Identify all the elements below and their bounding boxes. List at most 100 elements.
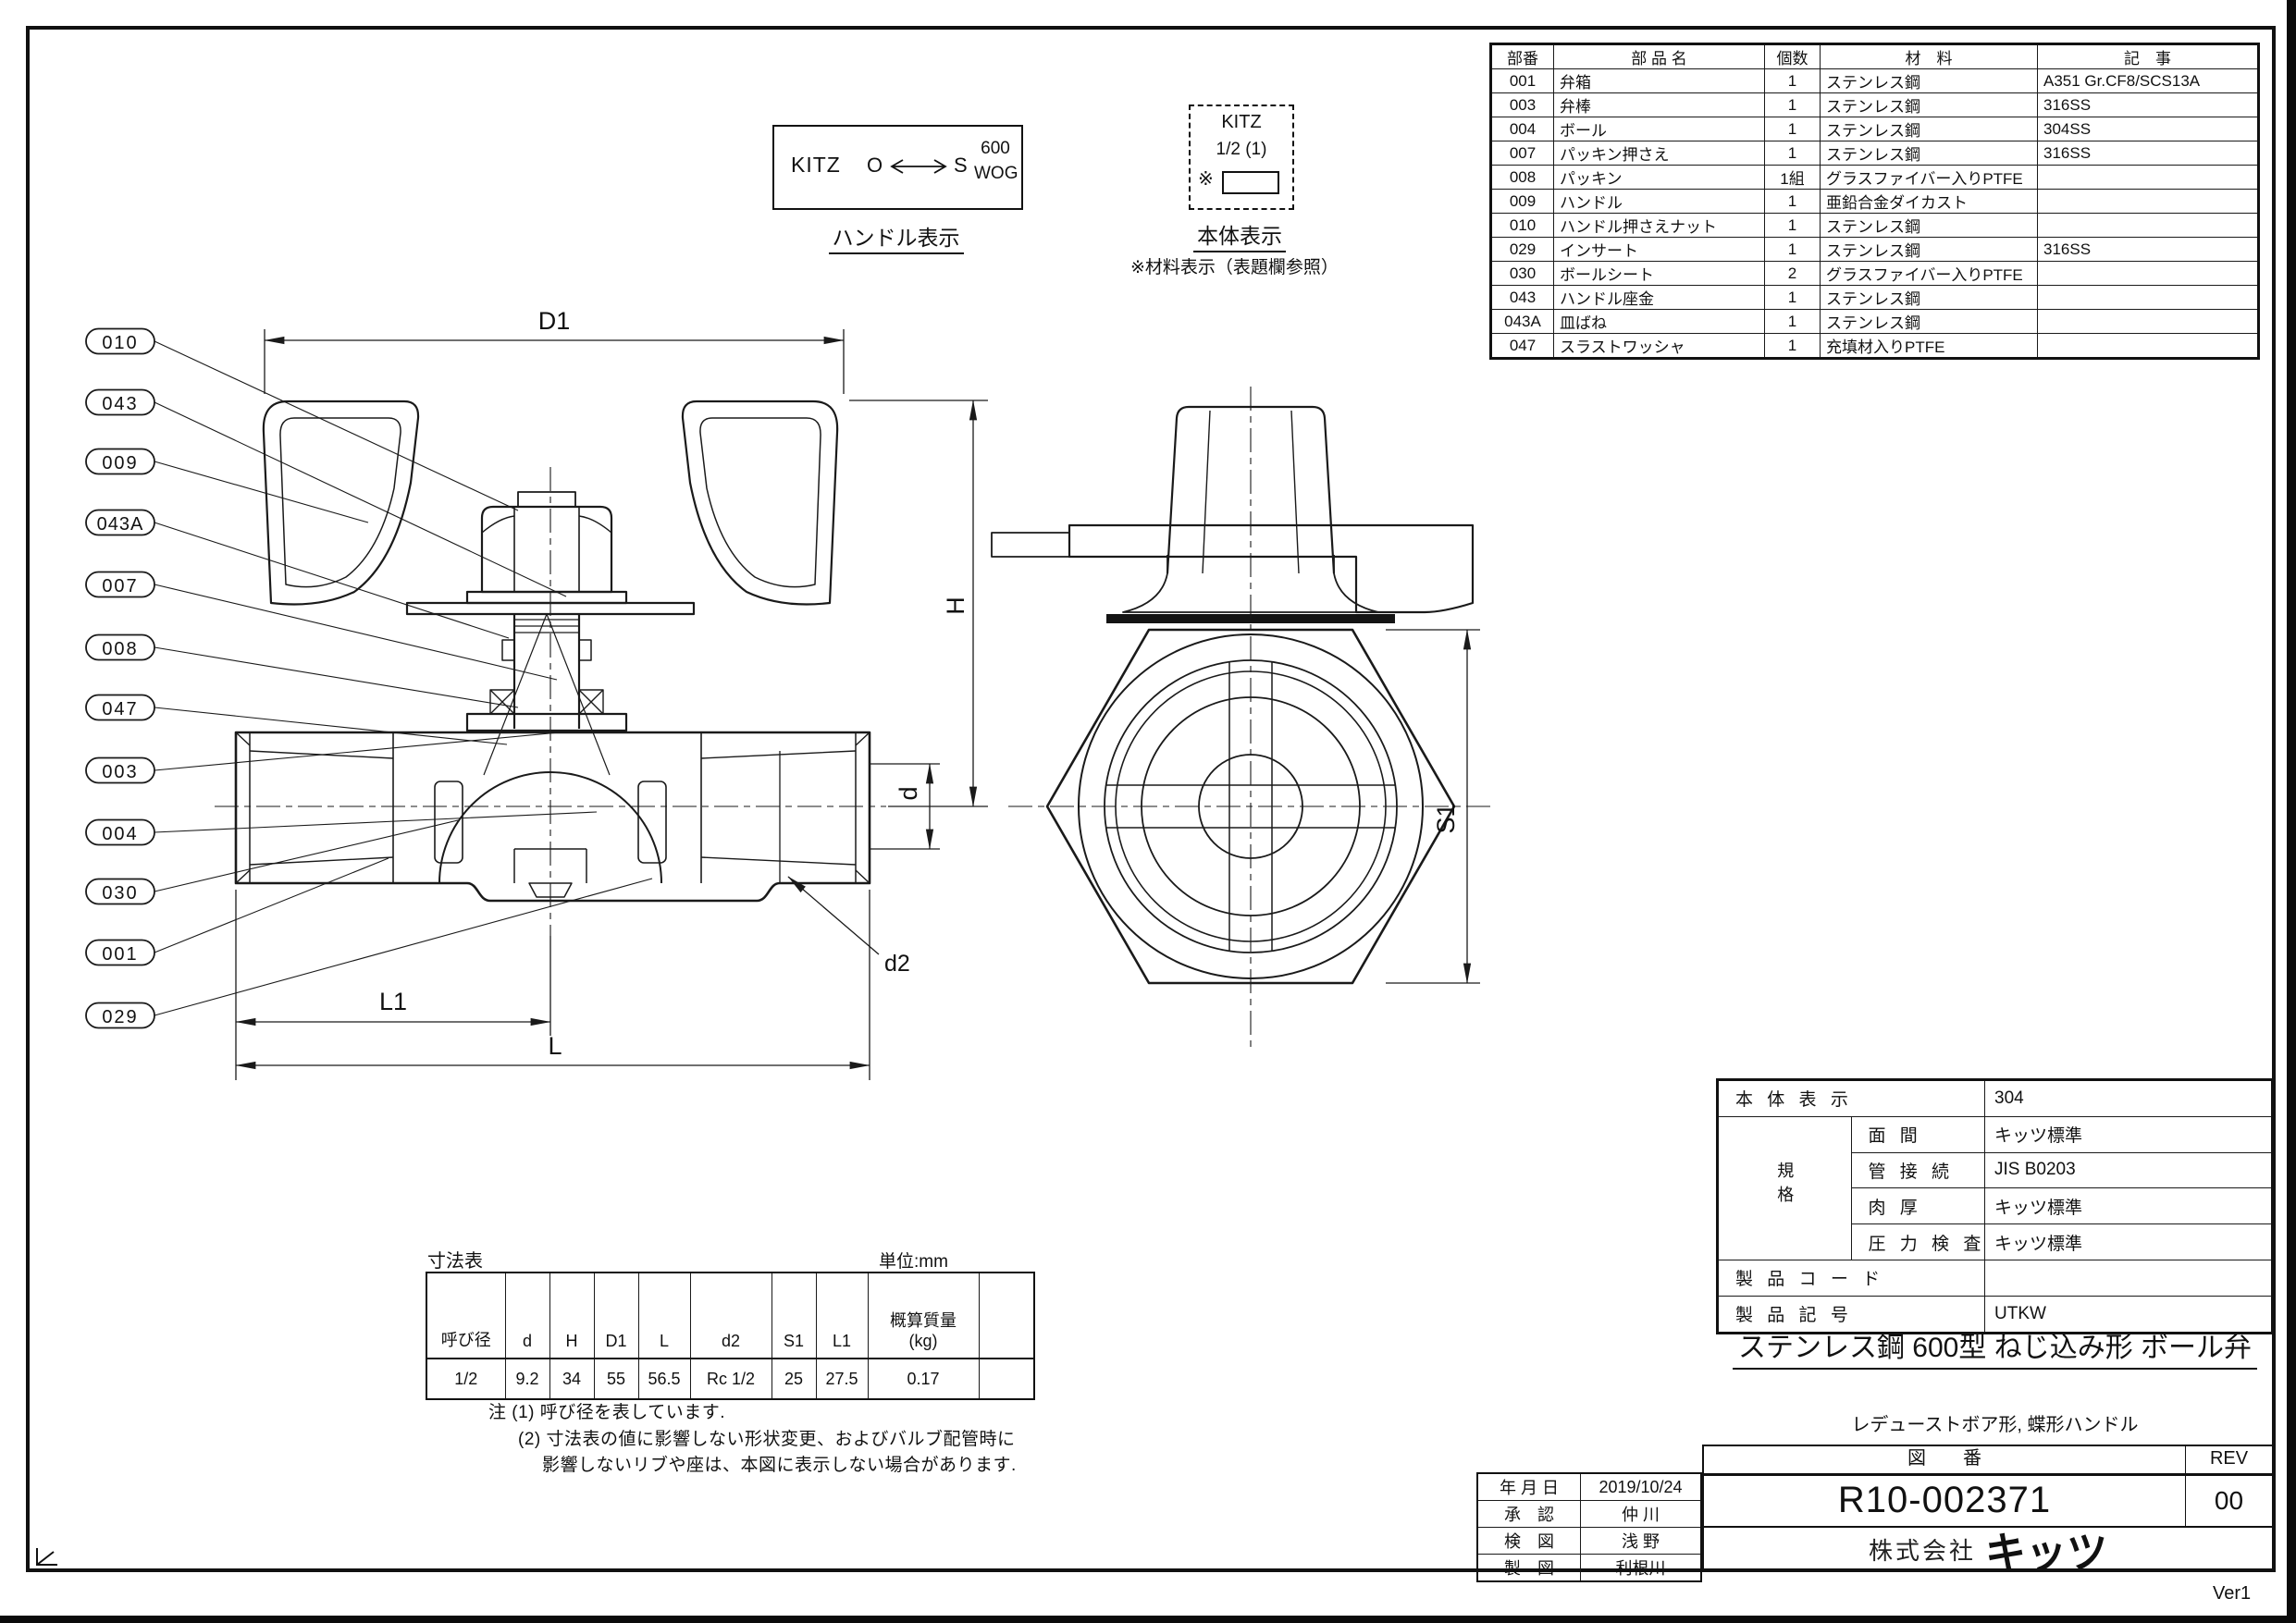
svg-text:004: 004 <box>102 824 138 844</box>
side-view <box>991 405 1475 985</box>
dimension-header-row: 呼び径 d H D1 L d2 S1 L1 概算質量(kg) <box>426 1272 1035 1359</box>
rating-wog: WOG <box>974 164 1018 183</box>
handle-marking-box: KITZ O S 600 WOG <box>772 125 1023 210</box>
spec-group-label: 規格 <box>1775 1161 1795 1210</box>
balloon: 030 <box>85 878 155 905</box>
balloon: 047 <box>85 694 155 721</box>
balloon: 004 <box>85 818 155 846</box>
dim-H: H <box>942 596 969 615</box>
spec-row: 製 品 コ ー ド <box>1717 1259 2273 1297</box>
dim-d2: d2 <box>884 951 910 977</box>
drawing-title: ステンレス鋼 600型 ねじ込み形 ボール弁 <box>1716 1324 2274 1370</box>
svg-text:009: 009 <box>102 453 138 473</box>
svg-text:043A: 043A <box>97 514 144 535</box>
balloons: 010 043 009 043A 007 008 047 003 004 030… <box>85 327 155 1029</box>
open-mark: O <box>867 154 883 177</box>
handle-right-wing <box>681 400 839 606</box>
dimension-table-title: 寸法表 <box>427 1251 483 1272</box>
drawing-subtitle: レデューストボア形, 蝶形ハンドル <box>1851 1415 2139 1435</box>
dim-S1: S1 <box>1432 803 1460 833</box>
svg-text:029: 029 <box>102 1007 138 1027</box>
balloon: 043A <box>85 509 155 536</box>
front-view <box>234 400 871 903</box>
shut-mark: S <box>954 154 968 177</box>
scan-edge-right <box>2287 0 2296 1623</box>
kitz-logo: キッツ <box>1985 1530 2107 1578</box>
approval-row: 承 認仲 川 <box>1476 1500 1702 1528</box>
body-marking-box: KITZ 1/2 (1) ※ <box>1189 105 1294 210</box>
rev-value: 00 <box>2185 1476 2272 1526</box>
version-label: Ver1 <box>2213 1583 2252 1604</box>
svg-text:010: 010 <box>102 333 138 353</box>
balloon: 043 <box>85 388 155 416</box>
corner-mark <box>36 1548 57 1566</box>
centerlines <box>215 387 1493 1052</box>
spec-row: 肉 厚キッツ標準 <box>1718 1187 2273 1225</box>
svg-text:008: 008 <box>102 639 138 659</box>
dim-d: d <box>895 786 922 800</box>
body-marking-caption: 本体表示 <box>1175 218 1304 252</box>
material-note: ※材料表示（表題欄参照） <box>1130 258 1339 277</box>
unit-label: 単位:mm <box>879 1252 948 1272</box>
svg-text:003: 003 <box>102 762 138 782</box>
body-brand: KITZ <box>1221 112 1262 132</box>
parts-header-row: 部番部 品 名 個数材 料 記 事 <box>1490 43 2259 69</box>
sheet-frame <box>26 26 2276 1572</box>
svg-text:047: 047 <box>102 699 138 719</box>
balloon: 003 <box>85 756 155 784</box>
balloon: 001 <box>85 939 155 966</box>
svg-text:043: 043 <box>102 394 138 414</box>
handle-brand: KITZ <box>791 153 841 177</box>
drawing-no-header-row: 図 番 REV <box>1702 1445 2274 1474</box>
balloon: 008 <box>85 633 155 661</box>
drawing-no-row: R10-002371 00 <box>1702 1474 2274 1528</box>
body-size: 1/2 (1) <box>1216 140 1267 159</box>
balloon: 029 <box>85 1002 155 1029</box>
svg-text:007: 007 <box>102 576 138 596</box>
svg-text:030: 030 <box>102 883 138 904</box>
drawing-no-header: 図 番 <box>1907 1448 1981 1469</box>
asterisk-mark: ※ <box>1198 169 1214 190</box>
approval-row: 検 図浅 野 <box>1476 1527 1702 1555</box>
dimension-value-row: 1/2 9.2 34 55 56.5 Rc 1/2 25 27.5 0.17 <box>426 1358 1035 1400</box>
rating-600: 600 <box>981 139 1010 158</box>
company-prefix: 株式会社 <box>1868 1536 1976 1565</box>
note-1: 注 (1) 呼び径を表しています. <box>488 1403 725 1422</box>
approval-row: 製 図利根川 <box>1476 1554 1702 1582</box>
rev-header: REV <box>2185 1446 2272 1473</box>
dim-L: L <box>548 1032 562 1060</box>
spec-row: 規格面 間キッツ標準 <box>1717 1115 2273 1260</box>
dim-D1: D1 <box>538 307 571 335</box>
dimension-labels: D1 H d L1 L d2 S1 <box>379 307 1460 1060</box>
drawing-number: R10-002371 <box>1837 1480 2052 1520</box>
scan-edge-bottom <box>0 1616 2296 1623</box>
balloon: 009 <box>85 448 155 475</box>
handle-marking-caption: ハンドル表示 <box>772 220 1019 254</box>
balloon: 010 <box>85 327 155 355</box>
open-shut-arrow-icon <box>890 159 947 174</box>
note-3: 影響しないリブや座は、本図に表示しない場合があります. <box>542 1456 1017 1475</box>
dimension-table: 呼び径 d H D1 L d2 S1 L1 概算質量(kg) 1/2 9.2 3… <box>426 1272 1035 1400</box>
spec-row: 圧 力 検 査キッツ標準 <box>1718 1223 2273 1260</box>
dim-L1: L1 <box>379 988 407 1015</box>
note-2: (2) 寸法表の値に影響しない形状変更、およびバルブ配管時に <box>518 1430 1016 1449</box>
